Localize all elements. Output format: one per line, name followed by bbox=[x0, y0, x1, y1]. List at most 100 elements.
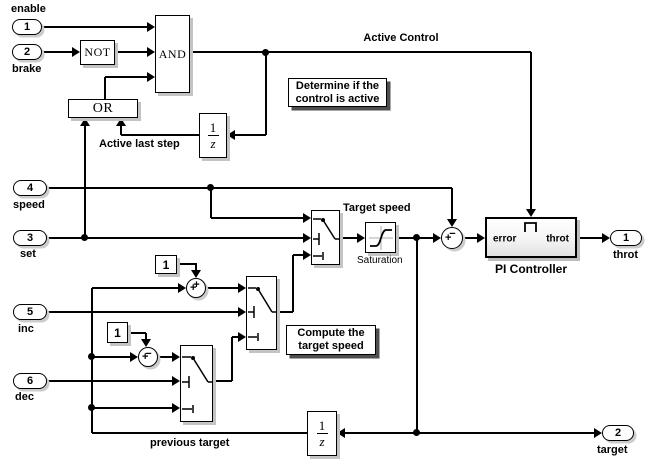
wire-delay1-out[interactable] bbox=[121, 134, 199, 136]
arrowhead-icon bbox=[303, 250, 311, 260]
wire-sumdec-out[interactable] bbox=[158, 356, 172, 358]
label-previous-target: previous target bbox=[150, 437, 230, 449]
wire-error-out[interactable] bbox=[463, 237, 477, 239]
wire-brake[interactable] bbox=[42, 51, 72, 53]
outport-throt[interactable]: 1 bbox=[610, 230, 642, 246]
wire-speed-to-sumerr[interactable] bbox=[451, 188, 453, 219]
fraction-bar bbox=[207, 134, 219, 137]
label-saturation: Saturation bbox=[357, 255, 403, 266]
and-gate-block[interactable]: AND bbox=[155, 15, 190, 93]
wire-pi-out[interactable] bbox=[577, 237, 602, 239]
wire-active-control[interactable] bbox=[190, 51, 531, 53]
wire-switch1-out[interactable] bbox=[340, 237, 357, 239]
label-target-speed: Target speed bbox=[343, 202, 411, 214]
branch-dot bbox=[207, 184, 214, 191]
constant-block-inc[interactable]: 1 bbox=[155, 255, 177, 274]
saturation-curve-icon bbox=[368, 225, 393, 250]
unit-delay-denominator: z bbox=[319, 434, 325, 450]
wire-set[interactable] bbox=[48, 237, 303, 239]
annotation-compute-target[interactable]: Compute the target speed bbox=[286, 325, 376, 355]
unit-delay-block-bottom[interactable]: 1 z bbox=[307, 411, 337, 456]
inport-inc[interactable]: 5 bbox=[13, 304, 47, 320]
port-label-speed: speed bbox=[13, 199, 45, 211]
wire-delay2-out[interactable] bbox=[92, 432, 307, 434]
wire-switch3-up-v[interactable] bbox=[231, 337, 233, 381]
inport-set[interactable]: 3 bbox=[13, 230, 47, 246]
inport-set-number: 3 bbox=[26, 232, 34, 244]
wire-dec[interactable] bbox=[48, 380, 172, 382]
wire-prev-to-sumdec[interactable] bbox=[92, 356, 130, 358]
wire-delay1-in[interactable] bbox=[235, 134, 266, 136]
unit-delay-numerator: 1 bbox=[209, 119, 217, 135]
outport-throt-number: 1 bbox=[622, 232, 630, 244]
wire-delay2-in[interactable] bbox=[345, 432, 417, 434]
wire-target-out[interactable] bbox=[417, 432, 594, 434]
arrowhead-icon bbox=[227, 130, 235, 140]
wire-or-to-and[interactable] bbox=[105, 76, 147, 78]
sum-sign-left: + bbox=[190, 282, 197, 294]
inport-dec[interactable]: 6 bbox=[13, 373, 47, 389]
branch-dot bbox=[262, 49, 269, 56]
unit-delay-numerator: 1 bbox=[318, 417, 326, 433]
sum-block-error[interactable]: − + bbox=[441, 227, 463, 249]
wire-const2[interactable] bbox=[128, 332, 146, 334]
wire-prev-target-main[interactable] bbox=[91, 288, 93, 433]
wire-switch2-up[interactable] bbox=[293, 254, 303, 256]
wire-active-to-pi[interactable] bbox=[530, 52, 532, 209]
wire-switch2-up-v[interactable] bbox=[292, 255, 294, 312]
arrowhead-icon bbox=[594, 428, 602, 438]
label-active-control: Active Control bbox=[363, 32, 439, 44]
outport-target[interactable]: 2 bbox=[602, 425, 634, 441]
wire-or-to-and-v[interactable] bbox=[104, 77, 106, 99]
saturation-block[interactable] bbox=[365, 222, 396, 253]
arrowhead-icon bbox=[238, 283, 246, 293]
pi-controller-block[interactable]: error throt bbox=[485, 217, 577, 258]
wire-enable[interactable] bbox=[42, 26, 148, 28]
wire-switch3-out[interactable] bbox=[213, 380, 232, 382]
wire-prev-to-suminc[interactable] bbox=[92, 287, 178, 289]
unit-delay-block-top[interactable]: 1 z bbox=[199, 113, 227, 158]
arrowhead-icon bbox=[172, 403, 180, 413]
wire-speed-branch-v[interactable] bbox=[210, 188, 212, 218]
wire-const1[interactable] bbox=[177, 263, 197, 265]
trigger-icon bbox=[524, 222, 537, 232]
inport-brake[interactable]: 2 bbox=[12, 44, 42, 60]
switch-block-inc[interactable] bbox=[246, 276, 277, 350]
wire-const1-v[interactable] bbox=[195, 264, 197, 270]
or-gate-block[interactable]: OR bbox=[68, 99, 138, 118]
arrowhead-icon bbox=[447, 219, 457, 227]
arrowhead-icon bbox=[147, 72, 155, 82]
not-gate-block[interactable]: NOT bbox=[80, 40, 115, 65]
arrowhead-icon bbox=[357, 233, 365, 243]
sum-block-decrement[interactable]: − + bbox=[138, 347, 158, 367]
wire-inc[interactable] bbox=[48, 311, 238, 313]
constant-block-dec[interactable]: 1 bbox=[107, 322, 128, 343]
sum-sign-top: − bbox=[145, 348, 152, 360]
branch-dot bbox=[88, 353, 95, 360]
sum-block-increment[interactable]: + + bbox=[186, 278, 206, 298]
wire-and-branch[interactable] bbox=[265, 52, 267, 135]
branch-dot bbox=[88, 404, 95, 411]
wire-switch3-up[interactable] bbox=[232, 336, 238, 338]
switch-block-target-speed[interactable] bbox=[311, 210, 340, 265]
wire-target-feedback[interactable] bbox=[416, 238, 418, 433]
wire-delay1-to-or[interactable] bbox=[120, 126, 122, 135]
switch-block-dec[interactable] bbox=[180, 345, 213, 422]
arrowhead-icon bbox=[172, 376, 180, 386]
wire-set-to-or[interactable] bbox=[84, 126, 86, 238]
inport-enable[interactable]: 1 bbox=[12, 19, 42, 35]
wire-speed[interactable] bbox=[48, 187, 452, 189]
annotation-determine-active[interactable]: Determine if the control is active bbox=[288, 78, 387, 107]
inport-speed[interactable]: 4 bbox=[13, 180, 47, 196]
wire-switch2-out[interactable] bbox=[277, 311, 293, 313]
pi-output-label: throt bbox=[546, 232, 569, 244]
pi-input-label: error bbox=[493, 232, 517, 244]
sum-sign-top: − bbox=[449, 228, 456, 240]
wire-const2-v[interactable] bbox=[145, 333, 147, 339]
wire-prev-to-switch3[interactable] bbox=[92, 407, 172, 409]
wire-not-out[interactable] bbox=[115, 51, 147, 53]
annotation-line: target speed bbox=[298, 340, 364, 352]
wire-suminc-out[interactable] bbox=[206, 287, 238, 289]
wire-speed-branch[interactable] bbox=[211, 217, 303, 219]
switch-icon bbox=[247, 287, 276, 341]
